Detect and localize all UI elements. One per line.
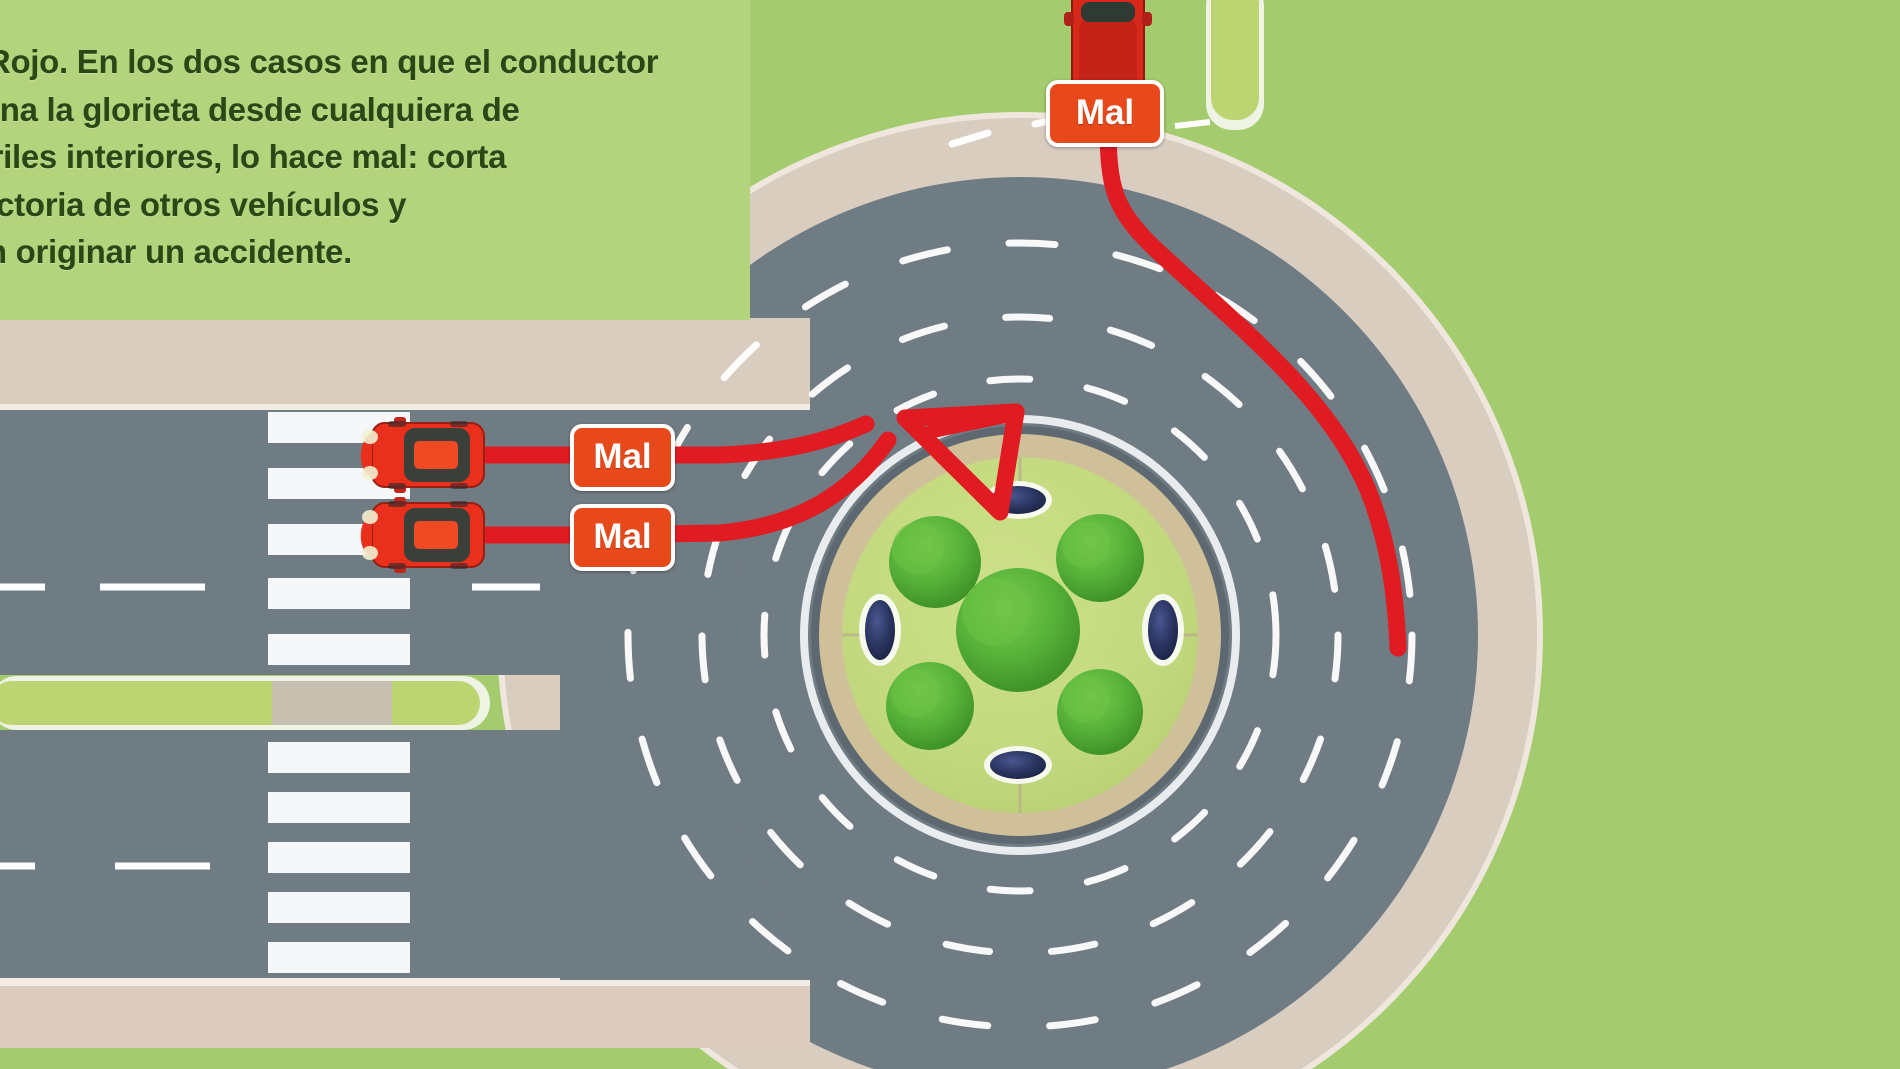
tree-icon-center bbox=[956, 568, 1080, 692]
tree-icon-ne bbox=[1056, 514, 1144, 602]
info-panel: e Rojo. En los dos casos en que el condu… bbox=[0, 0, 750, 320]
trajectory-top-car bbox=[1099, 109, 1407, 657]
lane-divider-middle bbox=[698, 313, 1342, 957]
car-middle bbox=[360, 417, 485, 493]
median-crossing-strip bbox=[272, 681, 392, 725]
lane-divider-inner bbox=[760, 375, 1280, 895]
lane-divider-outer bbox=[624, 239, 1416, 1031]
upper-kerb-line bbox=[0, 404, 810, 410]
info-line-2: dona la glorieta desde cualquiera de bbox=[0, 90, 520, 128]
mal-label-middle: Mal bbox=[570, 424, 675, 491]
north-median-island bbox=[1211, 0, 1259, 120]
info-line-5: ían originar un accidente. bbox=[0, 233, 352, 271]
info-line-1: e Rojo. En los dos casos en que el condu… bbox=[0, 43, 659, 80]
tree-icon-se bbox=[1057, 669, 1143, 755]
mal-label-lower: Mal bbox=[570, 504, 675, 571]
lamp-icon-south bbox=[984, 746, 1052, 784]
lamp-icon-east bbox=[1142, 594, 1184, 666]
median-island bbox=[0, 681, 480, 725]
trajectory-arrowhead-top bbox=[926, 403, 1025, 438]
island-lamps bbox=[859, 481, 1184, 784]
crosswalk-lower bbox=[268, 742, 410, 973]
info-line-3: arriles interiores, lo hace mal: corta bbox=[0, 138, 507, 176]
lower-kerb-line bbox=[0, 978, 810, 986]
lamp-icon-west bbox=[859, 594, 901, 666]
north-stop-line bbox=[1174, 119, 1211, 129]
island-trees bbox=[886, 514, 1144, 755]
info-line-4: yectoria de otros vehículos y bbox=[0, 185, 407, 223]
car-lower bbox=[360, 497, 485, 573]
lower-road-sidewalk bbox=[0, 986, 810, 1048]
trajectory-middle-car bbox=[461, 415, 875, 464]
trajectory-arrowhead bbox=[896, 403, 1025, 521]
tree-icon-sw bbox=[886, 662, 974, 750]
mal-label-top: Mal bbox=[1046, 80, 1164, 147]
trajectory-lower-car bbox=[461, 431, 897, 544]
tree-icon-nw bbox=[889, 516, 981, 608]
upper-road-sidewalk bbox=[0, 318, 810, 406]
